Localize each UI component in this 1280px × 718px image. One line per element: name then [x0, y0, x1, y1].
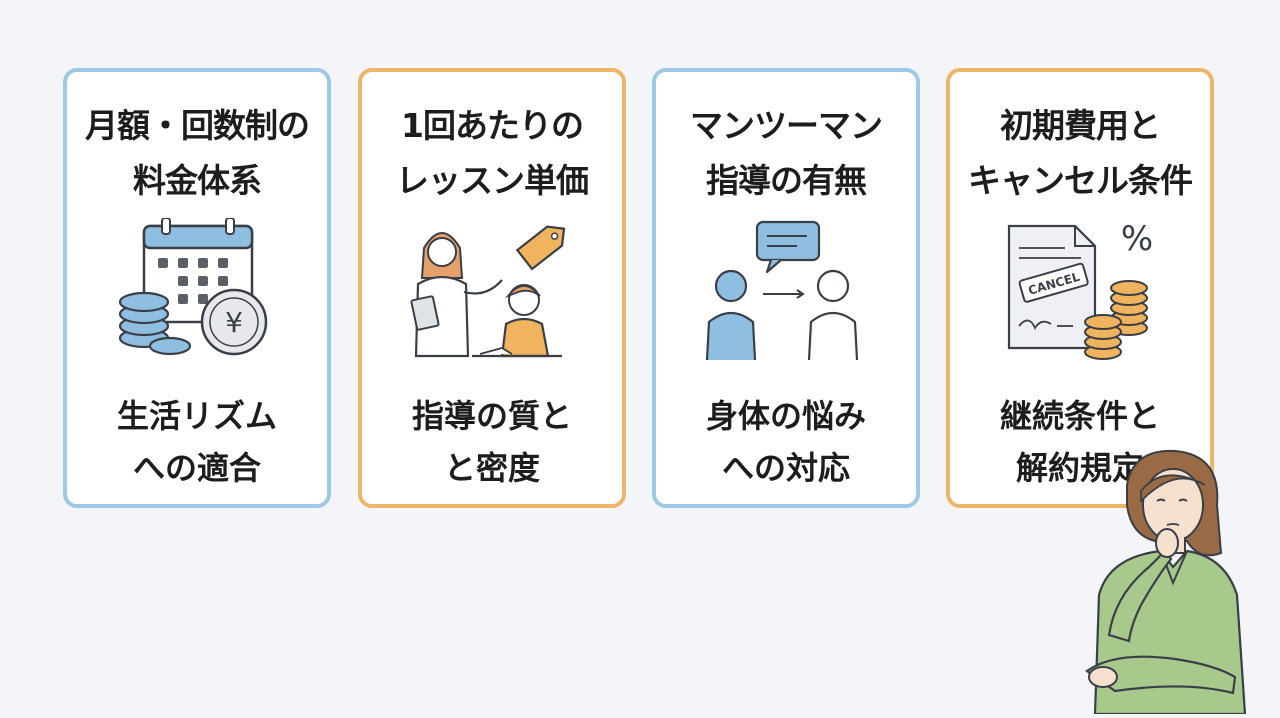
- card-title-line-2: レッスン単価: [396, 161, 589, 200]
- card-title-line-1: マンツーマン: [690, 106, 883, 145]
- card-caption-line-2: 解約規定: [1015, 449, 1144, 487]
- cancel-document-coins-icon: CANCEL %: [950, 218, 1210, 368]
- card-caption: 身体の悩み への対応: [656, 390, 916, 494]
- card-title-line-1: 初期費用と: [1000, 106, 1161, 145]
- card-caption: 生活リズム への適合: [67, 390, 327, 494]
- yen-symbol: ¥: [225, 306, 243, 339]
- card-caption-line-2: への対応: [721, 449, 850, 487]
- card-caption: 指導の質と と密度: [362, 390, 622, 494]
- card-caption-line-1: 指導の質と: [411, 397, 572, 435]
- calendar-yen-coins-icon: ¥: [67, 218, 327, 368]
- percent-symbol: %: [1121, 219, 1153, 259]
- teacher-student-price-tag-icon: [362, 218, 622, 368]
- one-on-one-card: マンツーマン 指導の有無 身体の悩み への対応: [652, 68, 920, 508]
- card-title-line-2: 指導の有無: [706, 161, 867, 200]
- card-title-line-2: キャンセル条件: [968, 161, 1193, 200]
- card-title-line-2: 料金体系: [133, 161, 262, 200]
- lesson-price-card: 1回あたりの レッスン単価 指導の質と と密度: [358, 68, 626, 508]
- thinking-woman-illustration: [1075, 445, 1255, 718]
- card-caption-line-2: と密度: [443, 449, 540, 487]
- card-caption: 継続条件と 解約規定: [950, 390, 1210, 494]
- initial-cost-card: 初期費用と キャンセル条件 CANCEL %: [946, 68, 1214, 508]
- card-caption-line-1: 継続条件と: [999, 397, 1160, 435]
- one-on-one-chat-icon: [656, 218, 916, 368]
- fee-structure-card: 月額・回数制の 料金体系 ¥: [63, 68, 331, 508]
- card-title-line-1: 1回あたりの: [401, 106, 584, 145]
- card-title: 月額・回数制の 料金体系: [67, 98, 327, 208]
- card-title: マンツーマン 指導の有無: [656, 98, 916, 208]
- card-title: 初期費用と キャンセル条件: [950, 98, 1210, 208]
- card-caption-line-1: 身体の悩み: [705, 397, 866, 435]
- card-title-line-1: 月額・回数制の: [85, 106, 310, 145]
- card-caption-line-1: 生活リズム: [116, 397, 277, 435]
- card-title: 1回あたりの レッスン単価: [362, 98, 622, 208]
- card-caption-line-2: への適合: [132, 449, 261, 487]
